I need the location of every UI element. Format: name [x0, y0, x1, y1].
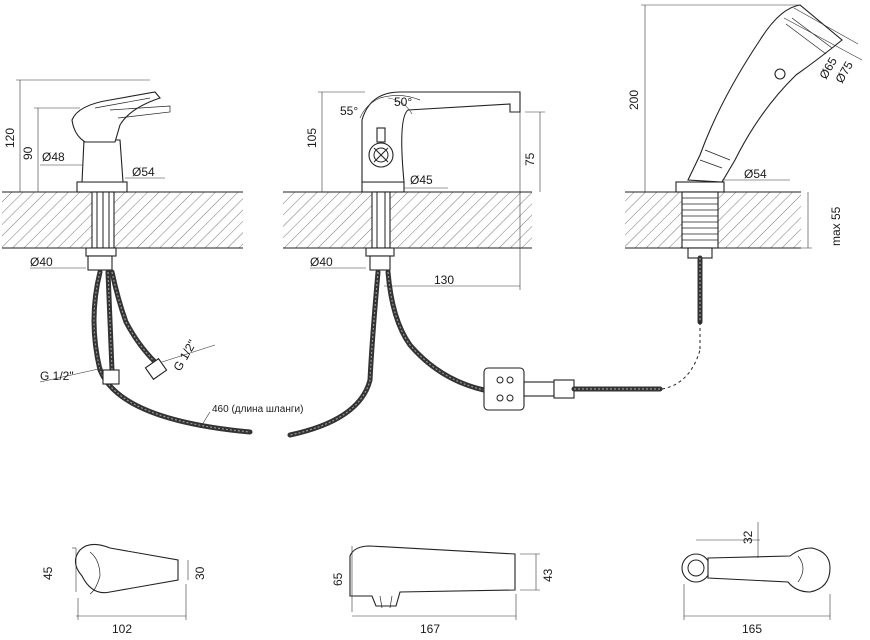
label-43: 43	[541, 568, 555, 582]
countertop-left	[2, 191, 243, 249]
hand-shower	[675, 4, 843, 350]
label-102: 102	[112, 622, 132, 636]
mixer-hoses	[91, 269, 253, 435]
label-167: 167	[420, 622, 440, 636]
spout-hoses	[287, 269, 701, 438]
label-65: 65	[331, 572, 345, 586]
label-30: 30	[193, 566, 207, 580]
label-g12-left: G 1/2"	[40, 369, 74, 383]
label-d40-mid: Ø40	[310, 255, 333, 269]
spout-side-view	[361, 91, 521, 271]
countertop-middle	[283, 191, 532, 249]
spout-top-view	[349, 545, 540, 620]
mixer-side-view	[71, 91, 171, 271]
label-45: 45	[41, 566, 55, 580]
mixer-top-view	[72, 543, 189, 620]
label-165: 165	[742, 622, 762, 636]
label-105: 105	[305, 128, 319, 148]
label-d48: Ø48	[42, 150, 65, 164]
label-90: 90	[21, 146, 35, 160]
label-120: 120	[3, 128, 17, 148]
holder-top-view	[681, 522, 831, 620]
label-d45: Ø45	[410, 173, 433, 187]
label-g12-right: G 1/2"	[170, 337, 199, 373]
dimensions-middle	[310, 91, 545, 290]
label-max55: max 55	[829, 206, 843, 246]
dimensions-left	[16, 79, 216, 429]
label-200: 200	[627, 90, 641, 110]
label-50deg: 50°	[394, 95, 412, 109]
label-d40-left: Ø40	[30, 255, 53, 269]
label-d54-left: Ø54	[132, 165, 155, 179]
dimensions-right	[641, 4, 863, 249]
label-55deg: 55°	[340, 104, 358, 118]
label-130: 130	[434, 273, 454, 287]
label-hose-length: 460 (длина шланги)	[212, 404, 303, 415]
label-d54-right: Ø54	[744, 167, 767, 181]
label-75: 75	[523, 152, 537, 166]
label-32: 32	[741, 530, 755, 544]
